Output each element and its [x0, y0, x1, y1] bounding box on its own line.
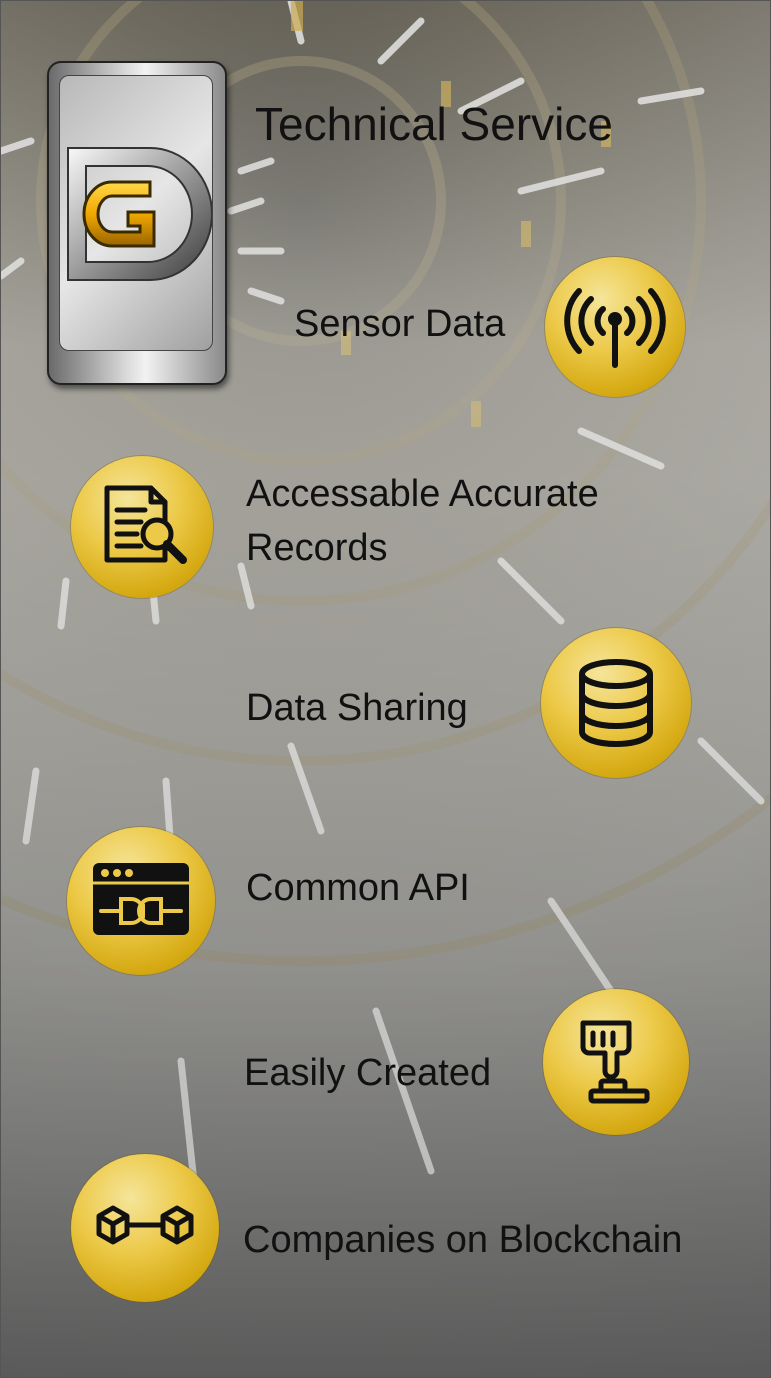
dg-logo-mark	[67, 147, 213, 281]
feature-label-sensor-data: Sensor Data	[294, 303, 506, 345]
feature-label-accurate-records-line1: Accessable Accurate	[246, 473, 599, 515]
database-icon	[579, 659, 653, 747]
linked-cubes-icon	[96, 1205, 194, 1245]
common-api-button[interactable]	[67, 827, 215, 975]
page-title: Technical Service	[255, 98, 613, 150]
app-logo	[47, 61, 227, 385]
easily-created-button[interactable]	[543, 989, 689, 1135]
logo-screen	[59, 75, 213, 351]
feature-label-accurate-records-line2: Records	[246, 527, 388, 569]
sensor-data-button[interactable]	[545, 257, 685, 397]
companies-on-blockchain-button[interactable]	[71, 1154, 219, 1302]
feature-label-common-api: Common API	[246, 867, 470, 909]
api-window-plug-icon	[93, 863, 189, 935]
antenna-signal-icon	[564, 288, 666, 368]
data-sharing-button[interactable]	[541, 628, 691, 778]
accurate-records-button[interactable]	[71, 456, 213, 598]
feature-label-companies-on-blockchain: Companies on Blockchain	[243, 1219, 683, 1261]
feature-label-data-sharing: Data Sharing	[246, 687, 468, 729]
feature-label-easily-created: Easily Created	[244, 1052, 492, 1094]
document-search-icon	[104, 485, 187, 564]
hand-press-button-icon	[580, 1020, 650, 1104]
